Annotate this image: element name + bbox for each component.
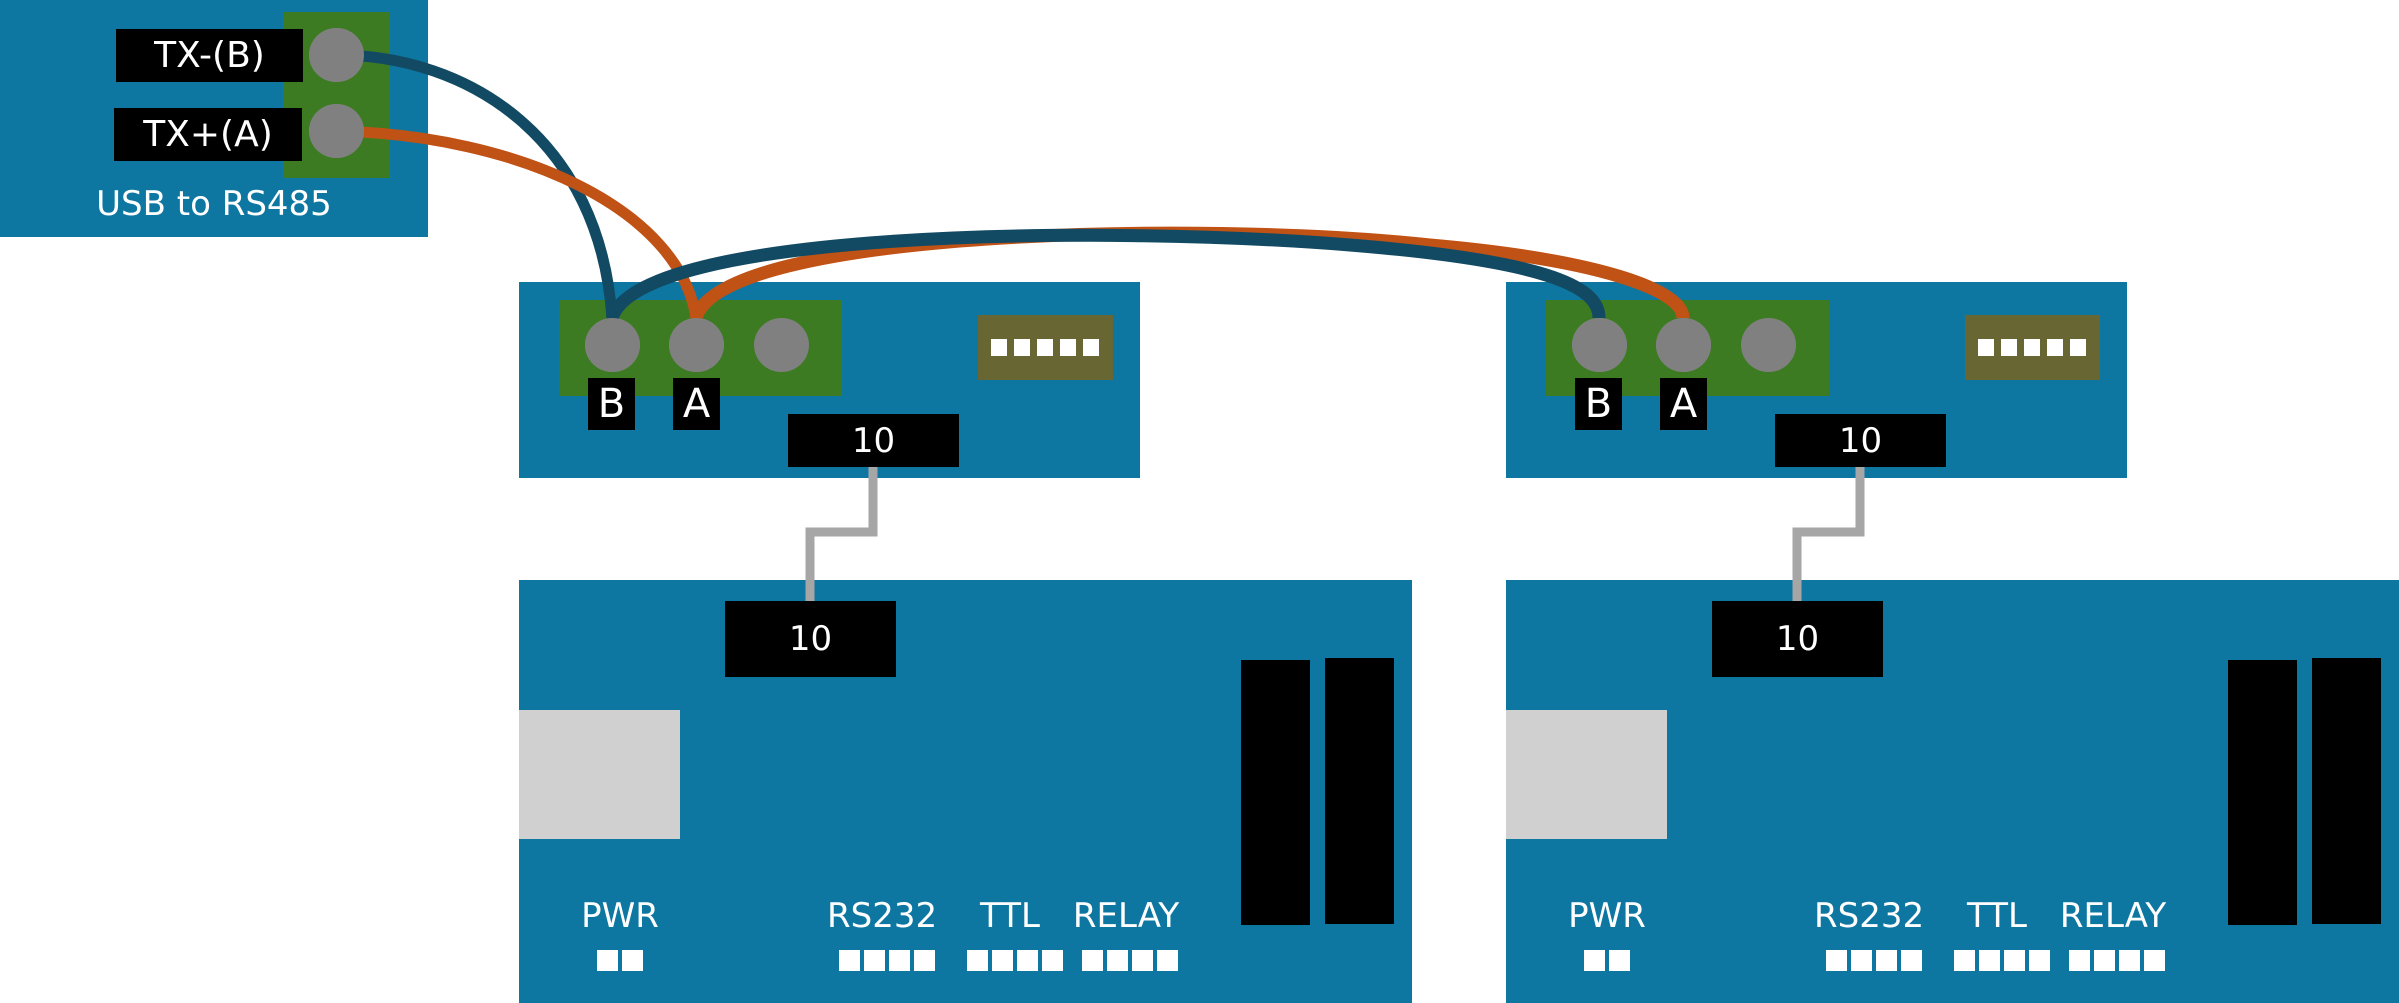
controller-board-1: 10 PWR RS232 TTL RELAY <box>519 580 1412 1003</box>
ribbon-connector-label: 10 <box>1775 414 1946 467</box>
led-pwr <box>622 950 643 971</box>
terminal-pin-a-top <box>669 318 724 372</box>
led-rs232 <box>889 950 910 971</box>
terminal-label-a-text: A <box>1669 381 1698 427</box>
led-ttl <box>992 950 1013 971</box>
led-relay <box>2119 950 2140 971</box>
ribbon-cable-1[interactable] <box>805 467 878 601</box>
header-pin <box>1060 339 1076 356</box>
usb-pin-label-b-text: TX-(B) <box>154 35 265 76</box>
ribbon-connector-label-text: 10 <box>788 619 833 659</box>
led-label-relay: RELAY <box>1072 896 1180 936</box>
usb-pin-label-a-text: TX+(A) <box>143 114 273 155</box>
header-pin <box>2024 339 2040 356</box>
led-rs232 <box>1901 950 1922 971</box>
pin-header-bar-2 <box>1325 658 1394 924</box>
led-label-pwr: PWR <box>581 896 659 936</box>
terminal-label-b-text: B <box>597 381 626 427</box>
led-pwr <box>1609 950 1630 971</box>
wire-b-usb-to-module1[interactable] <box>335 49 618 319</box>
terminal-label-a: A <box>1660 378 1707 430</box>
header-pin <box>1083 339 1099 356</box>
led-relay <box>1132 950 1153 971</box>
led-pwr <box>1584 950 1605 971</box>
ribbon-connector-label: 10 <box>788 414 959 467</box>
ribbon-connector-label: 10 <box>725 601 896 677</box>
usb-pin-a-top <box>309 104 364 158</box>
led-rs232 <box>1876 950 1897 971</box>
usb-adapter-title: USB to RS485 <box>96 184 332 224</box>
wire-b-module1-to-module2[interactable] <box>605 228 1606 321</box>
led-label-pwr: PWR <box>1568 896 1646 936</box>
header-pin <box>1014 339 1030 356</box>
ribbon-connector-label: 10 <box>1712 601 1883 677</box>
pin-header <box>1965 315 2100 380</box>
led-rs232 <box>1826 950 1847 971</box>
ribbon-connector-label-text: 10 <box>851 420 896 461</box>
led-rs232 <box>839 950 860 971</box>
header-pin <box>1978 339 1994 356</box>
terminal-pin-b-top <box>585 318 640 372</box>
terminal-label-a: A <box>673 378 720 430</box>
controller-board-2: 10 PWR RS232 TTL RELAY <box>1506 580 2399 1003</box>
pin-header-bar-2 <box>2312 658 2381 924</box>
led-rs232 <box>914 950 935 971</box>
pin-header-bar-1 <box>2228 660 2297 925</box>
led-label-ttl: TTL <box>1967 896 2027 936</box>
terminal-label-b: B <box>588 378 635 430</box>
pin-header-bar-1 <box>1241 660 1310 925</box>
usb-pin-b-top <box>309 28 364 82</box>
terminal-pin-a-top <box>1656 318 1711 372</box>
usb-pin-label-a: TX+(A) <box>114 108 302 161</box>
led-relay <box>2144 950 2165 971</box>
terminal-label-b-text: B <box>1584 381 1613 427</box>
power-jack <box>1506 710 1667 839</box>
led-ttl <box>1979 950 2000 971</box>
header-pin <box>2047 339 2063 356</box>
led-label-relay: RELAY <box>2059 896 2167 936</box>
ribbon-cable-2[interactable] <box>1792 467 1865 601</box>
header-pin <box>1037 339 1053 356</box>
led-relay <box>1157 950 1178 971</box>
led-pwr <box>597 950 618 971</box>
ribbon-connector-label-text: 10 <box>1775 619 1820 659</box>
header-pin <box>991 339 1007 356</box>
led-ttl <box>967 950 988 971</box>
led-ttl <box>1042 950 1063 971</box>
power-jack <box>519 710 680 839</box>
led-label-ttl: TTL <box>980 896 1040 936</box>
header-pin <box>2070 339 2086 356</box>
led-rs232 <box>864 950 885 971</box>
usb-pin-label-b: TX-(B) <box>116 29 303 82</box>
terminal-label-a-text: A <box>682 381 711 427</box>
led-rs232 <box>1851 950 1872 971</box>
led-ttl <box>2029 950 2050 971</box>
terminal-label-b: B <box>1575 378 1622 430</box>
ribbon-connector-label-text: 10 <box>1838 420 1883 461</box>
led-label-rs232: RS232 <box>827 896 938 936</box>
led-relay <box>2094 950 2115 971</box>
terminal-pin-gnd[interactable] <box>1741 318 1796 372</box>
led-ttl <box>1954 950 1975 971</box>
header-pin <box>2001 339 2017 356</box>
terminal-pin-b-top <box>1572 318 1627 372</box>
led-relay <box>1107 950 1128 971</box>
led-relay <box>1082 950 1103 971</box>
led-relay <box>2069 950 2090 971</box>
led-ttl <box>2004 950 2025 971</box>
led-label-rs232: RS232 <box>1814 896 1925 936</box>
pin-header <box>978 315 1113 380</box>
led-ttl <box>1017 950 1038 971</box>
terminal-pin-gnd[interactable] <box>754 318 809 372</box>
